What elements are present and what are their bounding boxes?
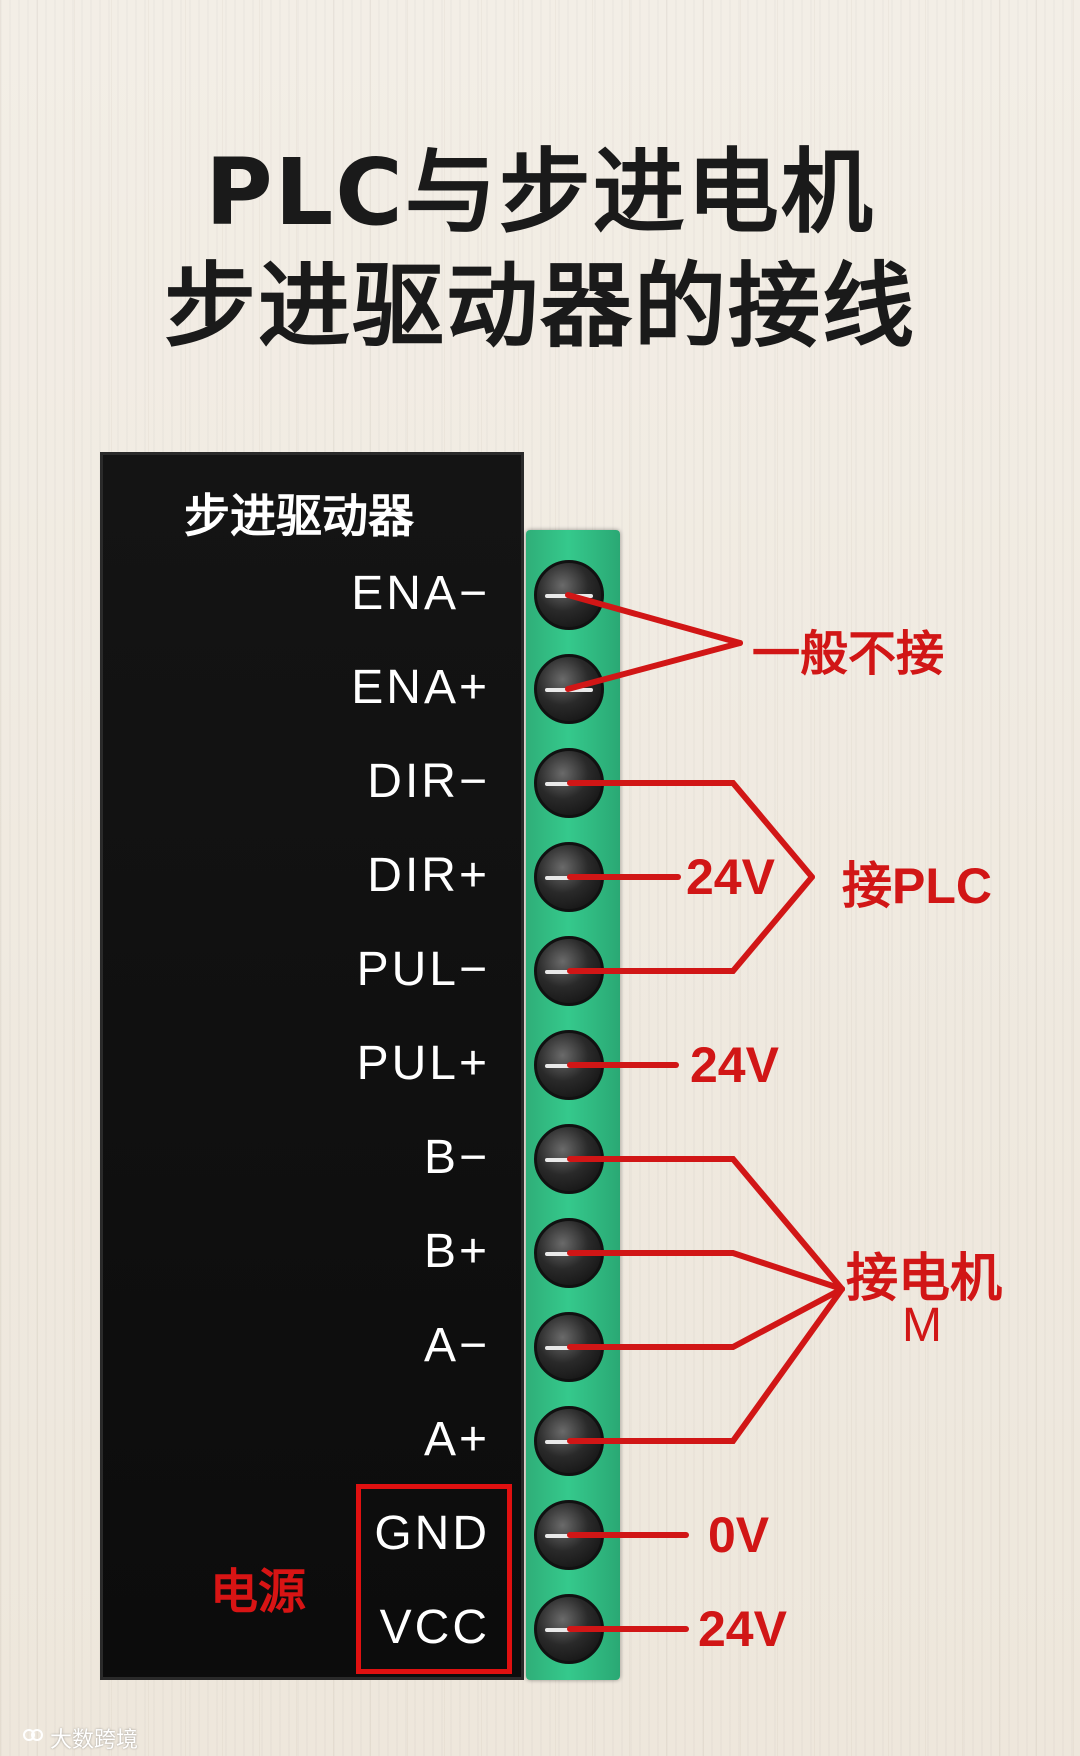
watermark-text: 大数跨境 <box>50 1728 139 1753</box>
power-terminal-highlight <box>356 1484 512 1674</box>
pin-label-pul-plus: PUL+ <box>356 1037 490 1090</box>
pin-label-a-plus: A+ <box>423 1413 490 1466</box>
pin-label-dir-minus: DIR− <box>367 755 490 808</box>
pin-label-pul-minus: PUL− <box>356 943 490 996</box>
pin-label-a-minus: A− <box>423 1319 490 1372</box>
pin-label-vcc: VCC <box>379 1601 490 1654</box>
terminal-screw-ena-plus <box>534 654 604 724</box>
motor-note-line-1: 接电机 <box>846 1250 1003 1308</box>
driver-label: 步进驱动器 <box>184 489 414 543</box>
dir-voltage-label: 24V <box>686 849 775 905</box>
pul-voltage-label: 24V <box>690 1037 779 1093</box>
wire-dir-minus <box>567 780 815 880</box>
pin-label-b-plus: B+ <box>423 1225 490 1278</box>
page-title-line-1: PLC与步进电机 <box>205 139 875 246</box>
plc-note: 接PLC <box>842 858 992 914</box>
gnd-voltage-label: 0V <box>708 1507 770 1563</box>
pin-label-dir-plus: DIR+ <box>367 849 490 902</box>
pin-label-ena-minus: ENA− <box>351 567 490 620</box>
wire-pul-minus <box>567 874 815 974</box>
wire-a-minus <box>567 1286 845 1350</box>
watermark-logo-icon <box>23 1729 43 1741</box>
pin-label-gnd: GND <box>374 1507 490 1560</box>
vcc-voltage-label: 24V <box>698 1601 787 1657</box>
pin-label-ena-plus: ENA+ <box>351 661 490 714</box>
wire-ena-plus <box>565 640 743 692</box>
wire-b-plus <box>567 1250 845 1292</box>
ena-note: 一般不接 <box>752 628 945 681</box>
wire-a-plus <box>567 1286 845 1444</box>
stepper-driver-panel <box>100 452 524 1680</box>
power-label: 电源 <box>210 1564 307 1620</box>
motor-note-line-2: M <box>902 1299 942 1352</box>
pin-label-b-minus: B− <box>423 1131 490 1184</box>
wire-ena-minus <box>565 592 743 646</box>
wire-b-minus <box>567 1156 845 1292</box>
page-title-line-2: 步进驱动器的接线 <box>163 253 916 360</box>
